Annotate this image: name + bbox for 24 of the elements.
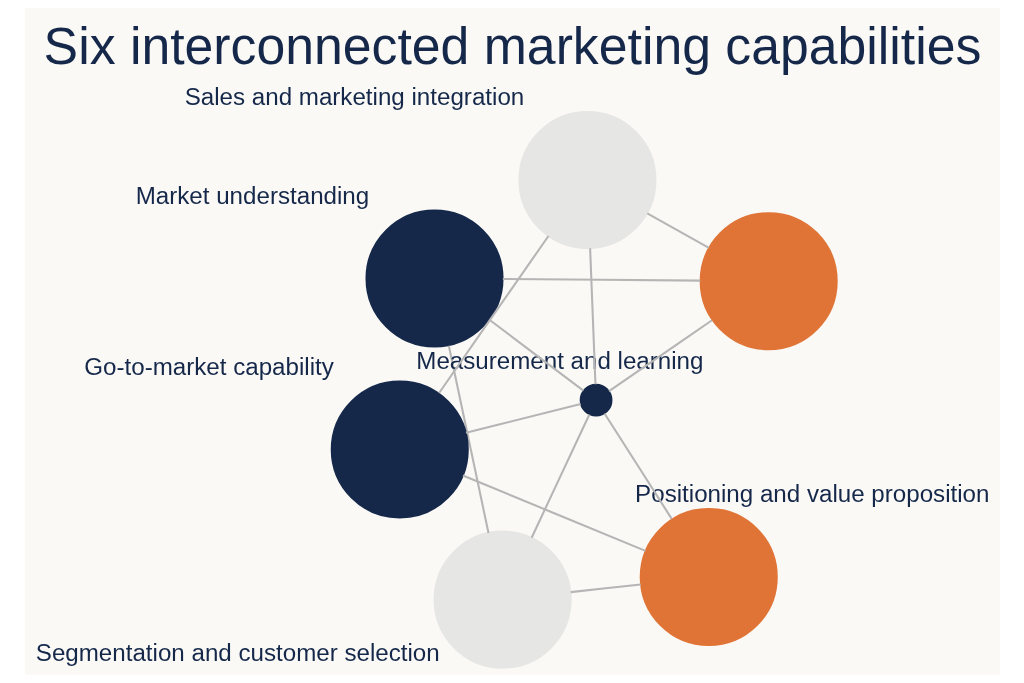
connector: [530, 414, 590, 539]
node-label: Positioning and value proposition: [634, 480, 989, 508]
node-circle: [365, 209, 504, 348]
node-label: Market understanding: [135, 181, 369, 209]
connector: [570, 583, 641, 594]
connector: [646, 212, 709, 249]
connector: [603, 412, 673, 520]
connector: [488, 318, 584, 392]
connector: [437, 235, 549, 394]
node-label: Sales and marketing integration: [184, 83, 524, 111]
node-circle: [699, 212, 838, 351]
connector: [588, 248, 596, 385]
connector: [465, 403, 581, 434]
node-label: Go-to-market capability: [83, 352, 334, 380]
connector: [462, 474, 646, 552]
connector: [607, 319, 713, 393]
connector: [447, 345, 489, 534]
node-circle: [517, 111, 656, 250]
diagram-title: Six interconnected marketing capabilities: [43, 16, 981, 75]
node-circle: [330, 380, 469, 519]
node-label: Segmentation and customer selection: [35, 639, 440, 667]
connector: [502, 277, 700, 282]
node-circle: [639, 507, 778, 646]
node-circle: [579, 383, 612, 417]
